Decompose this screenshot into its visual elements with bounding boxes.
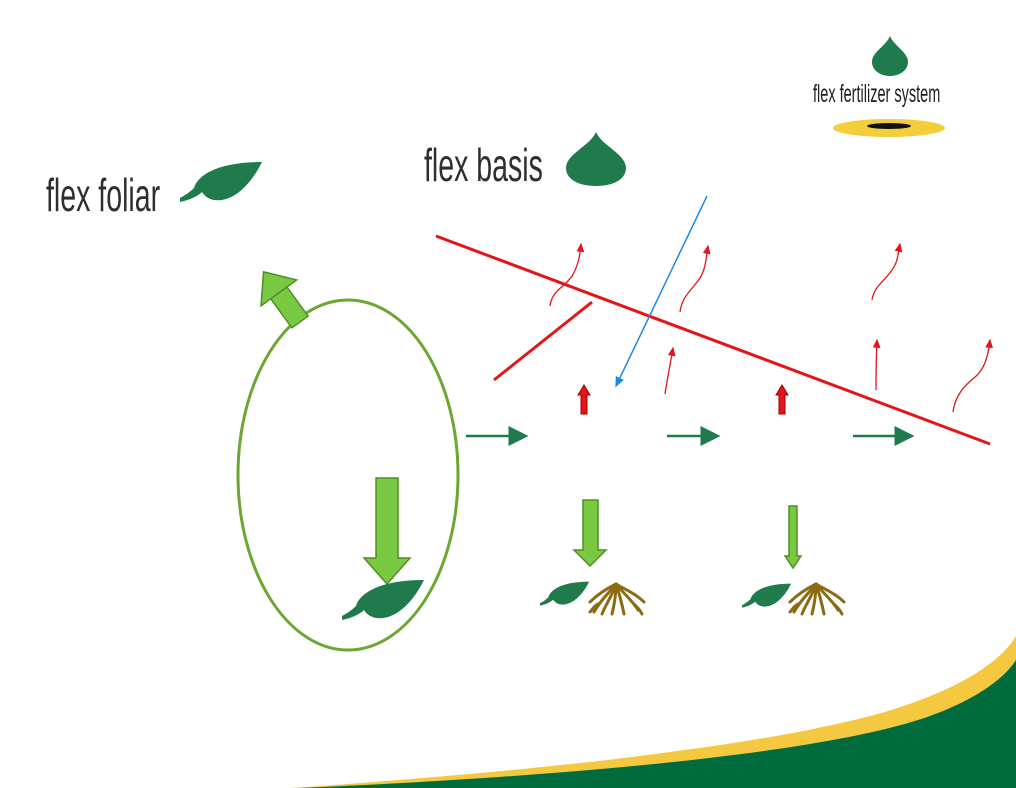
loss-arrows [549,242,994,413]
roots-icon [788,582,846,616]
barrier-line-short [493,300,593,382]
decorative-swoosh [290,636,1016,788]
release-arrow [775,384,789,415]
leaf-icon [342,580,424,620]
downward-arrow [783,505,803,570]
release-arrow [577,384,591,415]
plant-oval [236,298,460,652]
leaf-icon [742,583,792,608]
drop-icon [566,132,626,186]
foliar-title: flex foliar [46,169,161,221]
barrier-line [435,234,991,446]
downward-arrow [362,477,412,586]
leaf-icon [180,162,262,202]
leaf-icon [540,581,590,606]
input-arrow [615,195,708,388]
downward-arrow [572,499,608,568]
roots-icon [588,582,646,616]
brand-name: flex fertilizer system [813,80,941,108]
brand-logo [833,36,945,137]
uptake-arrow [260,270,310,329]
drop-icon [872,36,908,76]
basis-title: flex basis [424,139,543,191]
